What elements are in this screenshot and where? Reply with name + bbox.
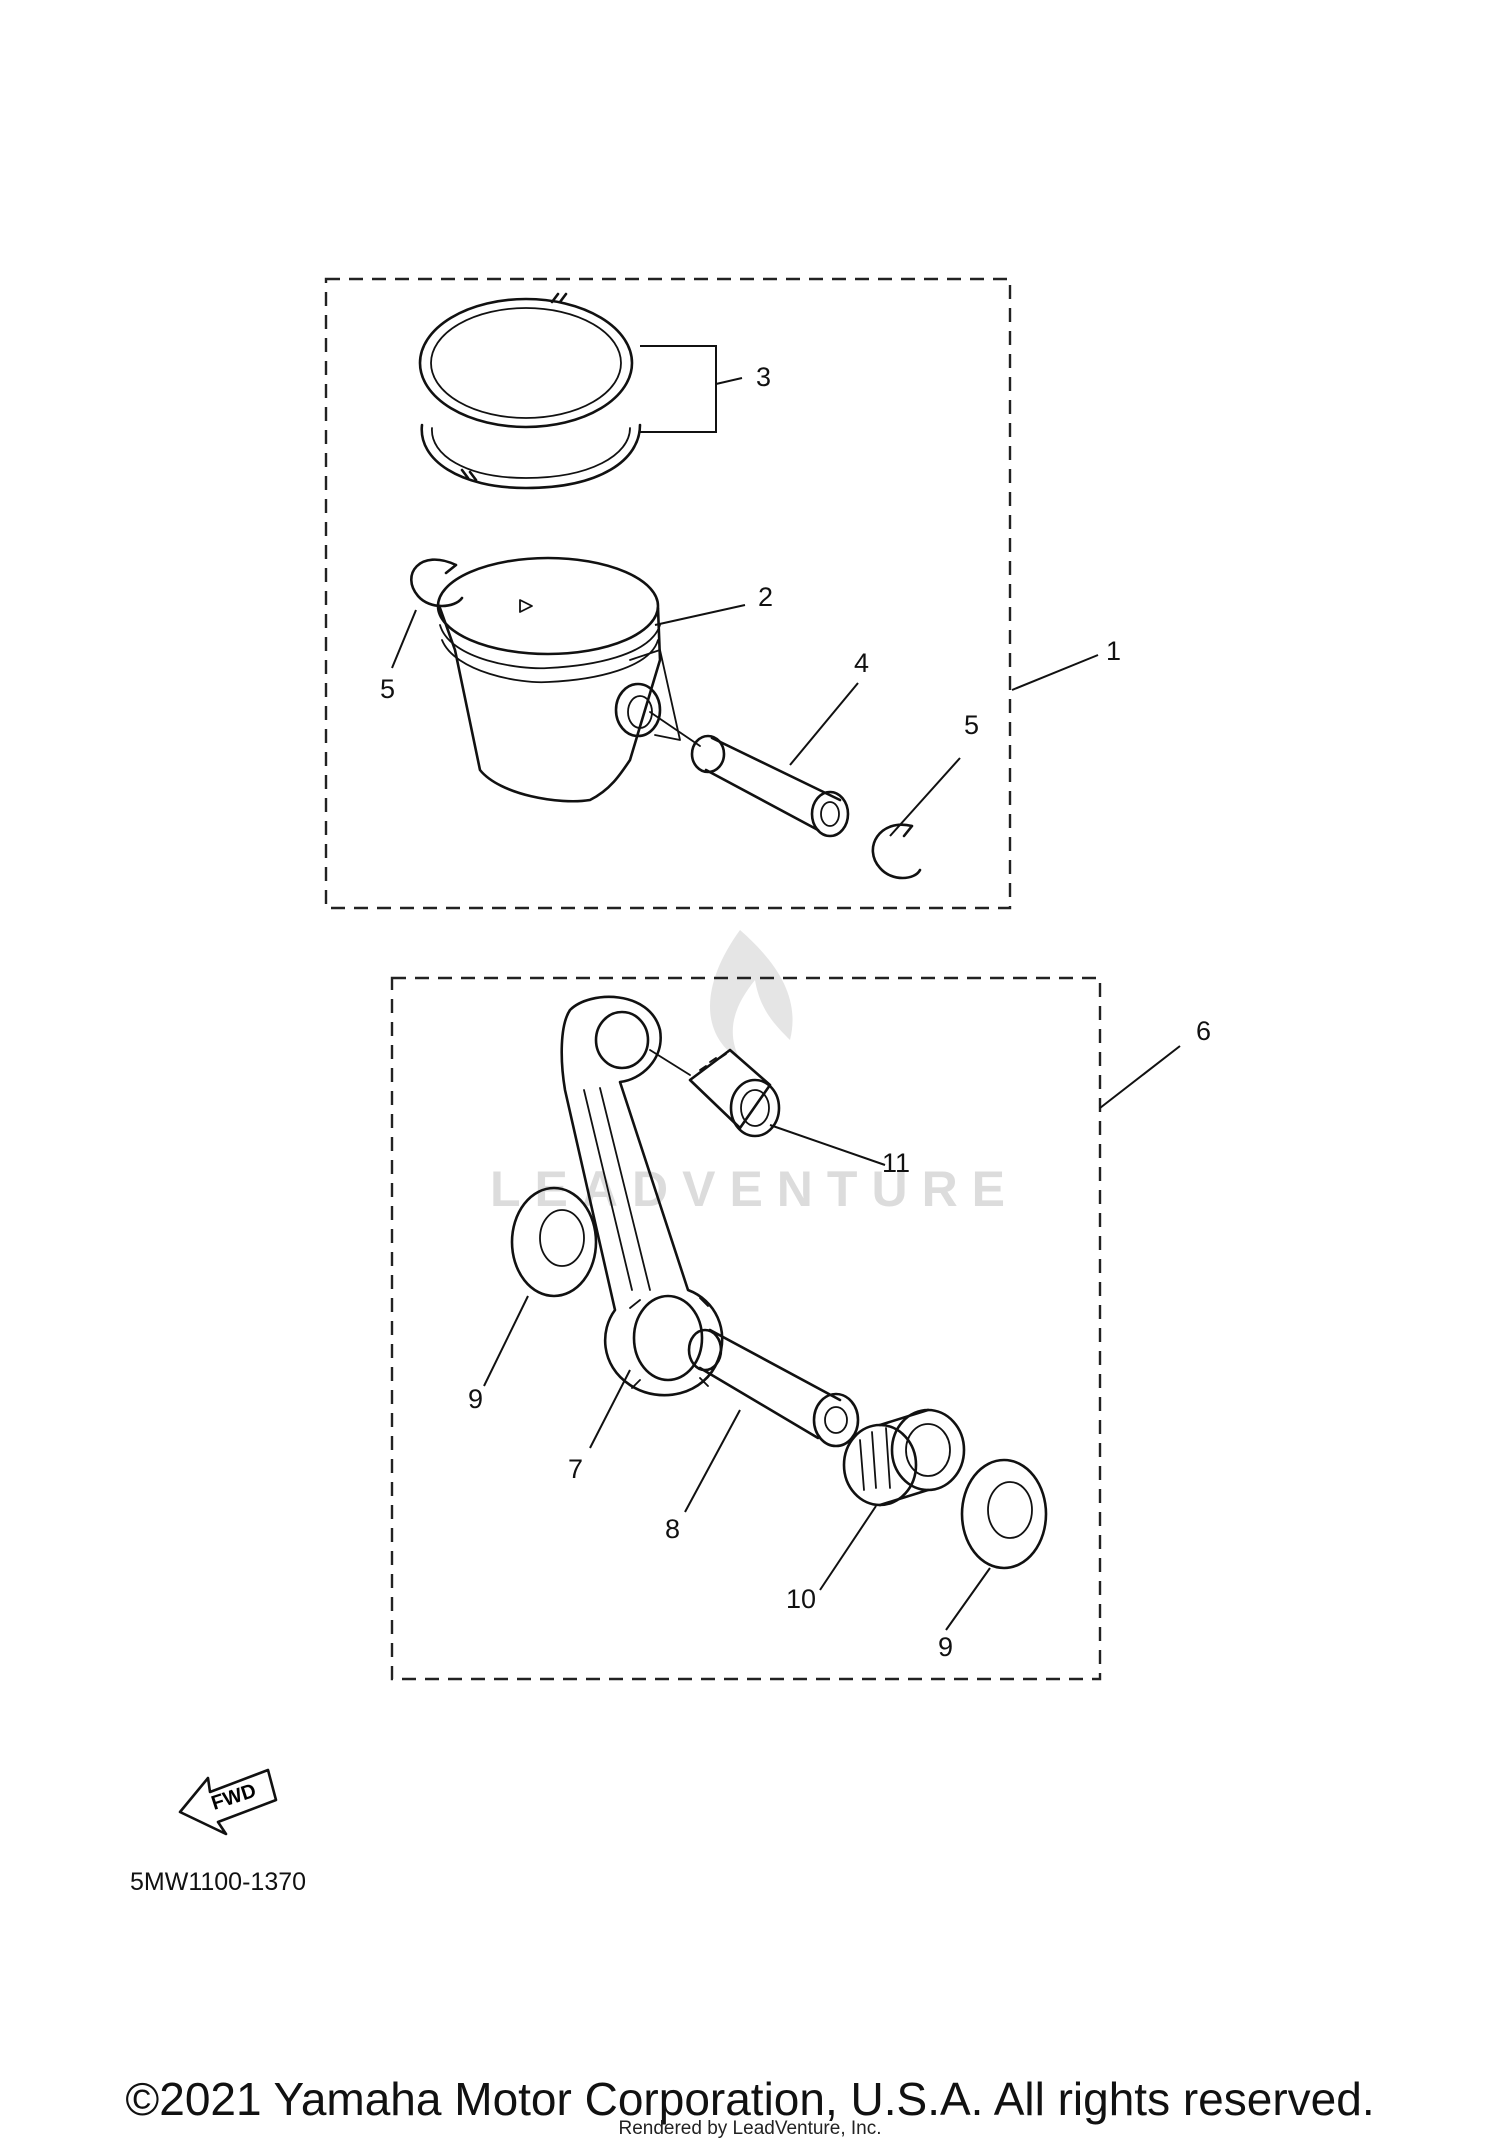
big-end-bearing-illustration — [842, 1408, 966, 1507]
leader-5b — [889, 757, 961, 837]
leader-7 — [589, 1369, 631, 1449]
callout-10: 10 — [786, 1584, 816, 1614]
thrust-washer-right — [960, 1458, 1048, 1570]
leader-9a — [483, 1295, 529, 1387]
thrust-washer-left — [510, 1186, 598, 1298]
callout-9b: 9 — [938, 1632, 953, 1662]
copyright-notice: ©2021 Yamaha Motor Corporation, U.S.A. A… — [125, 2073, 1375, 2125]
watermark: LEADVENTURE — [490, 930, 1019, 1217]
leader-3 — [640, 345, 717, 433]
callout-3: 3 — [756, 362, 771, 392]
leader-10 — [819, 1505, 877, 1591]
connecting-rod-kit-box — [390, 976, 1102, 1681]
callout-6: 6 — [1196, 1016, 1211, 1046]
piston-illustration — [436, 556, 681, 803]
callout-5a: 5 — [380, 674, 395, 704]
part-code: 5MW1100-1370 — [130, 1868, 306, 1896]
leader-3-stem — [715, 377, 743, 385]
fwd-arrow-icon: FWD — [178, 1768, 278, 1836]
leader-1 — [1011, 654, 1099, 691]
callout-9a: 9 — [468, 1384, 483, 1414]
leader-2 — [654, 604, 746, 626]
callout-8: 8 — [665, 1514, 680, 1544]
leader-5a — [391, 609, 417, 669]
piston-kit-box — [324, 277, 1012, 910]
circlip-right — [871, 823, 922, 880]
leader-9b — [945, 1567, 991, 1631]
crank-pin-illustration — [687, 1328, 860, 1448]
rendered-by-notice: Rendered by LeadVenture, Inc. — [618, 2118, 882, 2139]
callout-2: 2 — [758, 582, 773, 612]
leader-11 — [769, 1124, 886, 1166]
callout-1: 1 — [1106, 636, 1121, 666]
callout-4: 4 — [854, 648, 869, 678]
leader-6 — [1099, 1045, 1181, 1109]
callout-5b: 5 — [964, 710, 979, 740]
callout-7: 7 — [568, 1454, 583, 1484]
piston-pin-illustration — [649, 711, 850, 838]
small-end-bearing-illustration — [649, 1048, 781, 1138]
watermark-text: LEADVENTURE — [490, 1161, 1019, 1217]
piston-rings-illustration — [418, 292, 642, 490]
leader-8 — [684, 1409, 741, 1513]
callout-11: 11 — [882, 1148, 910, 1178]
watermark-flame-icon — [710, 930, 793, 1060]
circlip-left — [410, 558, 464, 608]
leader-4 — [789, 682, 859, 766]
